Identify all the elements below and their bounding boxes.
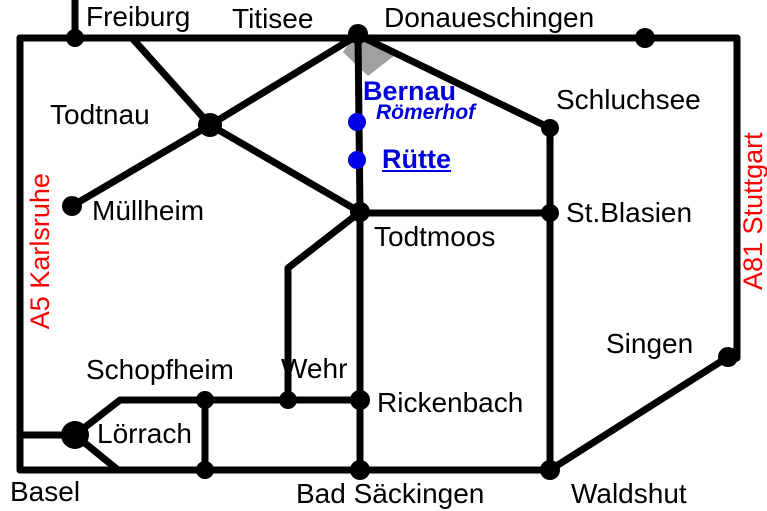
- dot-titisee-junction: [348, 24, 368, 44]
- label-singen: Singen: [606, 328, 694, 359]
- label-bernau: Bernau: [363, 76, 457, 106]
- dot-bottom-junction: [196, 461, 214, 479]
- road-todtnau-muellheim: [68, 121, 214, 210]
- label-rickenbach: Rickenbach: [377, 387, 524, 418]
- dot-stblasien: [541, 204, 559, 222]
- label-todtmoos: Todtmoos: [374, 221, 496, 252]
- label-roemerhof: Römerhof: [376, 101, 476, 124]
- road-waldshut-singen: [546, 353, 732, 474]
- label-stblasien: St.Blasien: [566, 197, 693, 228]
- dot-schluchsee: [541, 119, 559, 137]
- label-freiburg: Freiburg: [86, 1, 191, 32]
- dot-donaueschingen: [635, 28, 655, 48]
- dot-todtnau: [198, 113, 222, 137]
- bernau-marker: [348, 113, 366, 131]
- dot-todtmoos-junction: [350, 202, 370, 222]
- dot-schopfheim: [196, 391, 214, 409]
- label-todtnau: Todtnau: [50, 99, 150, 130]
- road-todtnau-todtmoos: [206, 121, 364, 216]
- label-waldshut: Waldshut: [571, 478, 687, 509]
- road-titisee-schluchsee: [354, 31, 554, 132]
- dot-freiburg: [66, 29, 84, 47]
- label-loerrach: Lörrach: [97, 418, 192, 449]
- dot-muellheim: [62, 196, 82, 216]
- dot-waldshut: [540, 460, 560, 480]
- road-todtmoos-wehr: [284, 208, 364, 404]
- label-titisee: Titisee: [232, 3, 314, 34]
- label-a5-karlsruhe: A5 Karlsruhe: [24, 173, 55, 330]
- label-donaueschingen: Donaueschingen: [384, 2, 595, 33]
- road-titisee-todtnau: [206, 31, 362, 129]
- label-a81-stuttgart: A81 Stuttgart: [737, 132, 767, 290]
- label-wehr: Wehr: [281, 353, 348, 384]
- label-schluchsee: Schluchsee: [556, 84, 701, 115]
- ruette-marker: [348, 151, 366, 169]
- label-bad-saeckingen: Bad Säckingen: [296, 478, 485, 509]
- label-basel: Basel: [10, 476, 81, 507]
- dot-bad-saeckingen: [350, 460, 370, 480]
- ruette-link[interactable]: Rütte: [382, 144, 451, 174]
- dot-rickenbach: [350, 390, 370, 410]
- dot-loerrach: [61, 421, 89, 449]
- label-muellheim: Müllheim: [92, 195, 205, 226]
- dot-wehr: [279, 391, 297, 409]
- road-freiburg-todtnau: [128, 34, 214, 129]
- label-schopfheim: Schopfheim: [86, 354, 234, 385]
- dot-singen: [718, 347, 738, 367]
